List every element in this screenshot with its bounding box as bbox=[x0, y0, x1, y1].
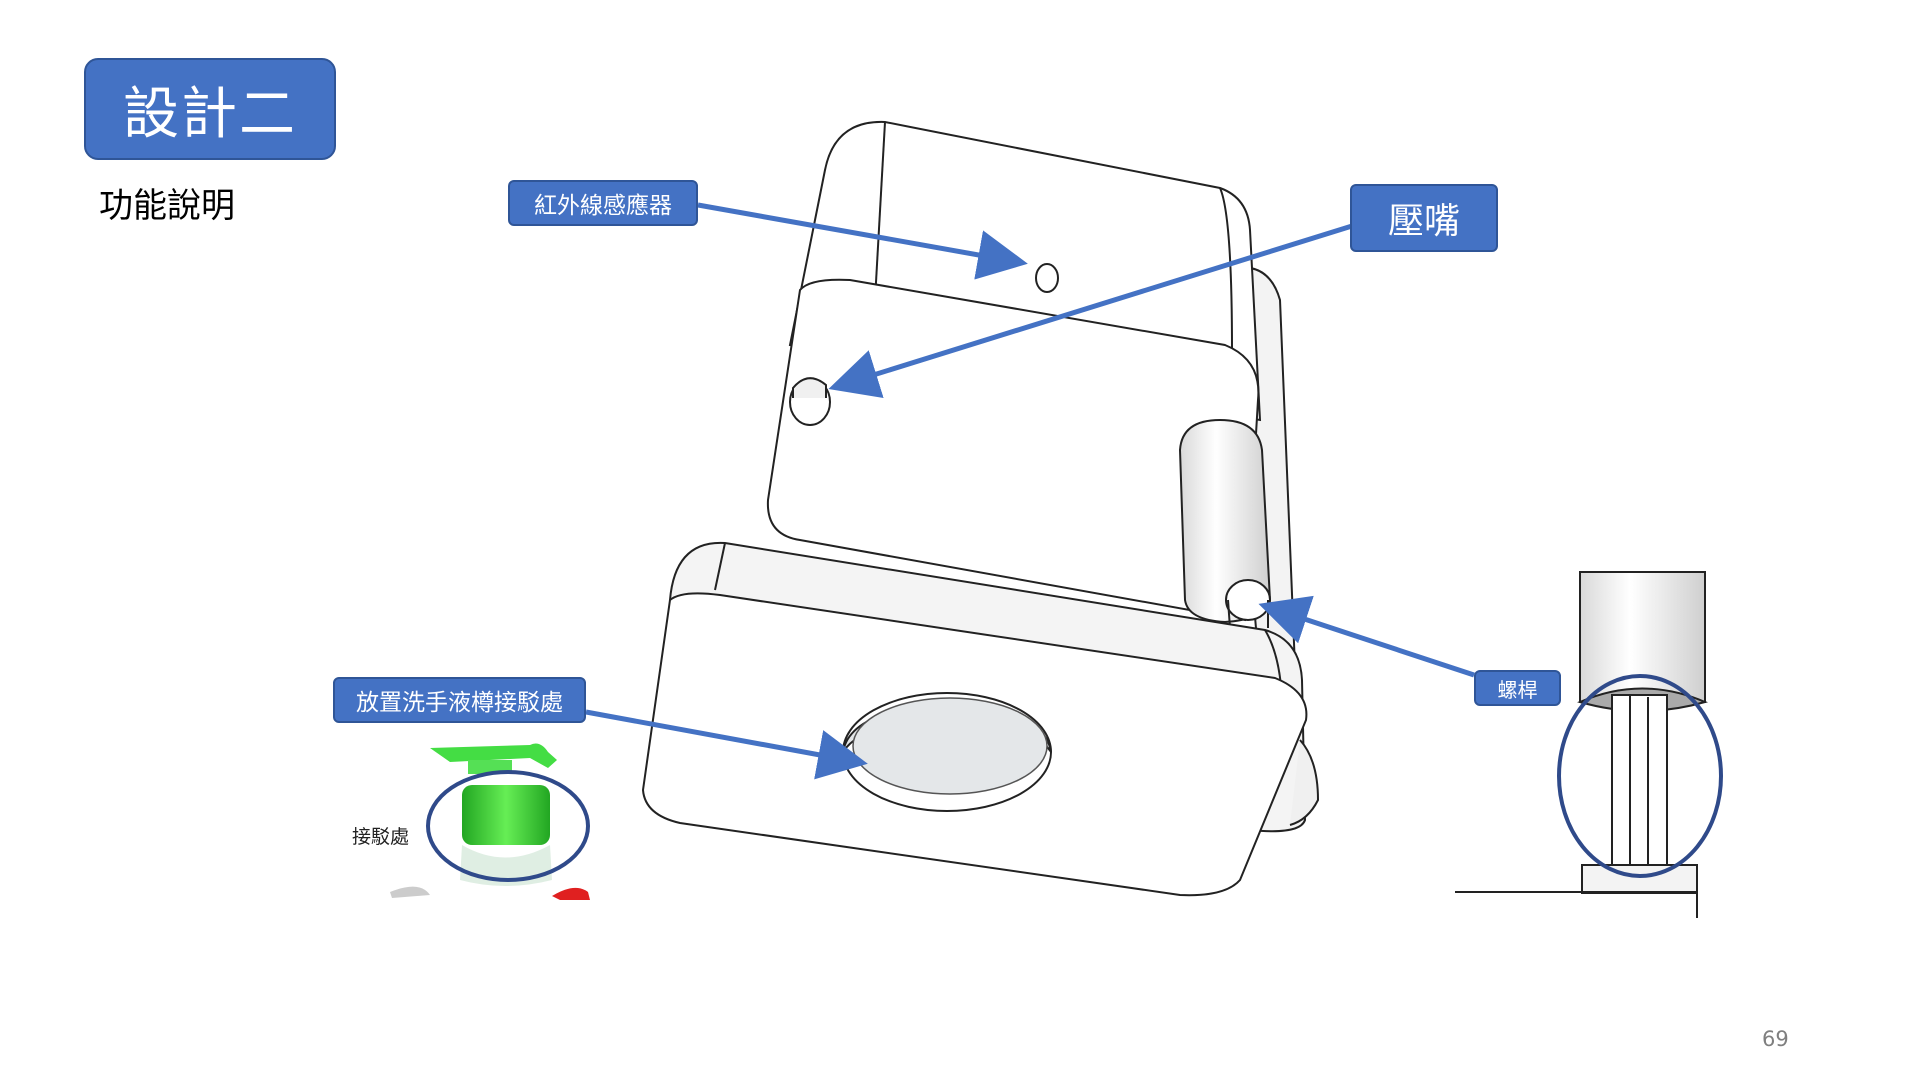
nozzle-label-text: 壓嘴 bbox=[1387, 201, 1460, 242]
slide-title: 設計二 bbox=[84, 58, 336, 160]
dock-label: 放置洗手液樽接駁處 bbox=[333, 677, 586, 723]
page-number: 69 bbox=[1762, 1027, 1789, 1051]
dock-arrow bbox=[585, 709, 868, 780]
screw-highlight-circle bbox=[1557, 674, 1723, 878]
dock-highlight-circle bbox=[426, 770, 590, 882]
dock-label-text: 放置洗手液樽接駁處 bbox=[356, 690, 563, 716]
sensor-label-text: 紅外線感應器 bbox=[534, 193, 672, 219]
slide-title-text: 設計二 bbox=[123, 81, 297, 147]
bottle-inset bbox=[390, 743, 590, 900]
nozzle-label: 壓嘴 bbox=[1350, 184, 1498, 252]
screw-detail-inset bbox=[1455, 571, 1723, 918]
sensor-arrow bbox=[697, 202, 1028, 280]
sensor-label: 紅外線感應器 bbox=[508, 180, 698, 226]
screw-label: 螺桿 bbox=[1474, 670, 1561, 706]
nozzle-arrow bbox=[828, 223, 1353, 398]
screw-label-text: 螺桿 bbox=[1497, 677, 1538, 702]
screw-arrow bbox=[1258, 595, 1475, 678]
lower-base bbox=[641, 541, 1320, 897]
dock-caption: 接駁處 bbox=[352, 826, 410, 848]
slide-subtitle: 功能說明 bbox=[99, 186, 235, 226]
